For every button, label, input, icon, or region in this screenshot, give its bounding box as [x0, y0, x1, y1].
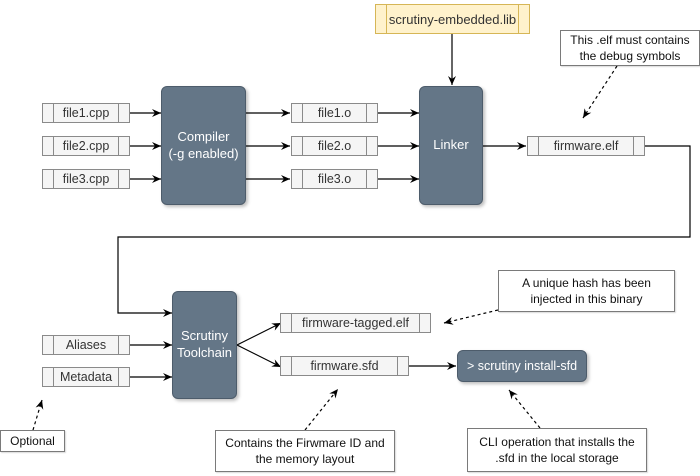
note-optional: Optional [0, 430, 65, 452]
source-file-label: file2.cpp [62, 139, 110, 153]
firmware-tagged-elf-label: firmware-tagged.elf [302, 316, 409, 330]
aliases-label: Aliases [65, 338, 107, 352]
install-sfd-label: > scrutiny install-sfd [466, 358, 578, 373]
compiler-block: Compiler (-g enabled) [161, 86, 246, 205]
dashed-hash-note-tagged [443, 309, 499, 325]
source-file-label: file1.cpp [62, 106, 110, 120]
object-file-2: file2.o [291, 136, 378, 156]
firmware-elf-label: firmware.elf [553, 139, 619, 153]
note-line: the memory layout [255, 452, 355, 466]
object-file-1: file1.o [291, 103, 378, 123]
source-file-3: file3.cpp [42, 169, 130, 189]
note-line: CLI operation that installs the [479, 434, 635, 449]
object-file-label: file1.o [317, 106, 352, 120]
firmware-sfd-label: firmware.sfd [310, 359, 379, 373]
compiler-title: Compiler [177, 128, 230, 144]
compiler-subtitle: (-g enabled) [168, 145, 239, 161]
note-line: the debug symbols [579, 49, 681, 63]
firmware-sfd-file: firmware.sfd [280, 356, 409, 376]
metadata-file: Metadata [42, 367, 130, 387]
library-file: scrutiny-embedded.lib [375, 4, 530, 34]
dashed-fwid-note-sfd [304, 388, 339, 431]
note-cli-operation: CLI operation that installs the .sfd in … [467, 428, 647, 472]
firmware-elf-file: firmware.elf [527, 136, 645, 156]
linker-block: Linker [419, 86, 483, 205]
library-label: scrutiny-embedded.lib [388, 11, 517, 27]
dashed-cli-note-install [508, 389, 541, 429]
source-file-2: file2.cpp [42, 136, 130, 156]
note-line: This .elf must contains [570, 32, 690, 47]
toolchain-subtitle: Toolchain [177, 345, 232, 360]
source-file-label: file3.cpp [62, 172, 110, 186]
aliases-file: Aliases [42, 335, 130, 355]
note-line: .sfd in the local storage [495, 451, 619, 465]
note-firmware-id: Contains the Firwmare ID and the memory … [215, 430, 395, 472]
arrow-toolchain-sfd [236, 344, 282, 368]
dashed-debug-note-elf [582, 65, 618, 119]
install-sfd-command: > scrutiny install-sfd [457, 350, 587, 382]
object-file-label: file2.o [317, 139, 352, 153]
note-unique-hash: A unique hash has been injected in this … [498, 270, 675, 312]
note-line: injected in this binary [530, 292, 643, 306]
object-file-3: file3.o [291, 169, 378, 189]
linker-label: Linker [433, 137, 469, 153]
note-line: Contains the Firwmare ID and [225, 435, 385, 450]
toolchain-title: Scrutiny [181, 328, 228, 344]
metadata-label: Metadata [59, 370, 113, 384]
dashed-optional-metadata [32, 399, 44, 431]
note-line: A unique hash has been [522, 275, 651, 290]
note-debug-symbols: This .elf must contains the debug symbol… [560, 30, 700, 66]
object-file-label: file3.o [317, 172, 352, 186]
source-file-1: file1.cpp [42, 103, 130, 123]
arrow-toolchain-tagged [236, 322, 282, 346]
arrow-elf-toolchain [117, 145, 691, 317]
scrutiny-toolchain-block: Scrutiny Toolchain [172, 291, 237, 399]
note-line: Optional [10, 433, 55, 448]
firmware-tagged-elf-file: firmware-tagged.elf [280, 313, 431, 333]
